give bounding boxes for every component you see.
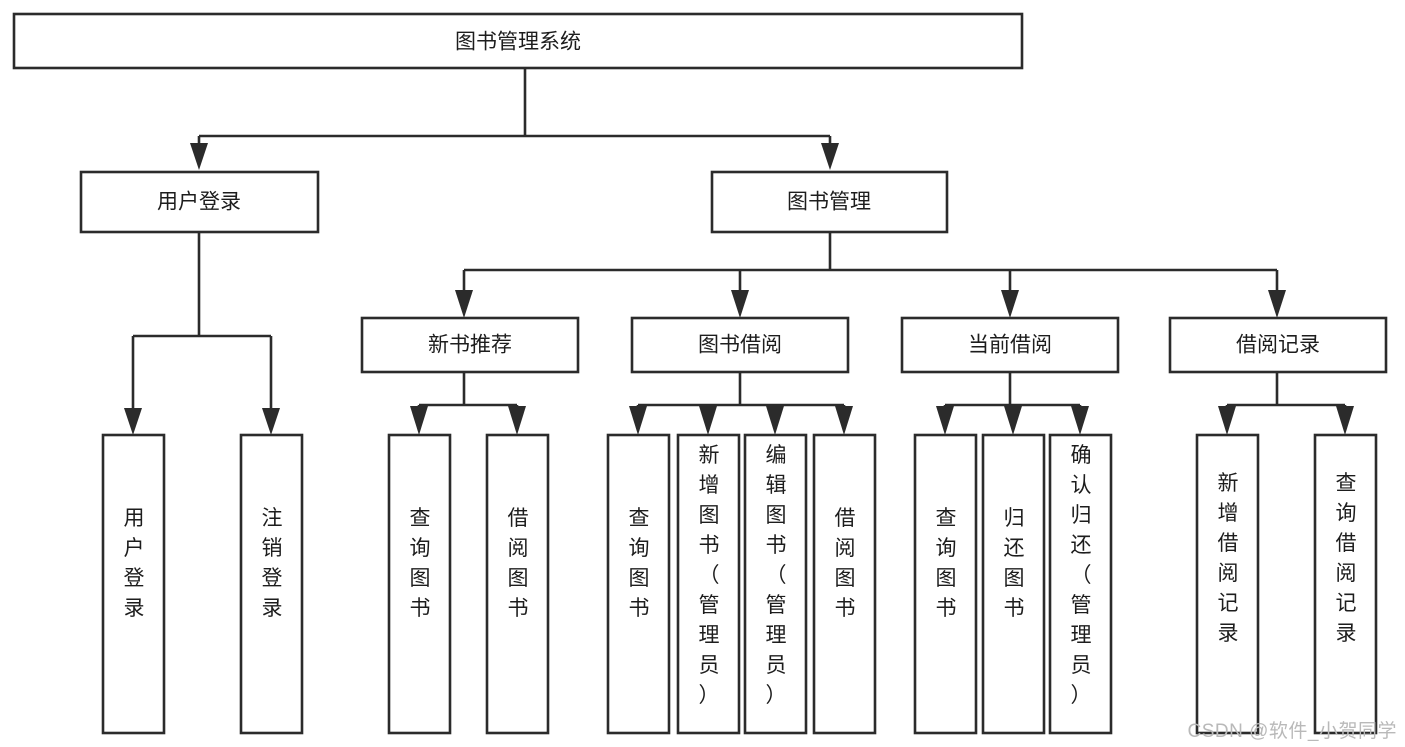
arrow-head-leaf-return-book <box>1004 406 1022 435</box>
node-current-borrow[interactable]: 当前借阅 <box>900 316 1120 374</box>
leaf-return-book[interactable]: 归还图书 <box>981 433 1046 735</box>
leaf-query-book-3-label: 查询图书 <box>936 507 957 620</box>
arrow-head-leaf-edit-book-admin <box>766 406 784 435</box>
leaf-borrow-book-1-box[interactable] <box>485 433 550 735</box>
leaf-query-borrow-record[interactable]: 查询借阅记录 <box>1313 433 1378 735</box>
arrow-head-userlogin <box>190 143 208 170</box>
leaf-edit-book-admin-label: 编辑图书（管理员） <box>766 444 787 707</box>
connector-layer <box>124 68 1354 435</box>
arrow-head-current-borrow <box>1001 290 1019 318</box>
leaf-borrow-book-2-label: 借阅图书 <box>835 507 856 620</box>
node-root-box[interactable] <box>12 12 1024 70</box>
leaf-user-login-box[interactable] <box>101 433 166 735</box>
leaf-query-book-1-box[interactable] <box>387 433 452 735</box>
leaf-borrow-book-2-box[interactable] <box>812 433 877 735</box>
leaf-confirm-return-admin-label: 确认归还（管理员） <box>1071 444 1092 707</box>
leaf-return-book-box[interactable] <box>981 433 1046 735</box>
leaf-user-login[interactable]: 用户登录 <box>101 433 166 735</box>
node-user-login-label: 用户登录 <box>157 191 241 214</box>
leaf-query-book-1[interactable]: 查询图书 <box>387 433 452 735</box>
node-book-manage-box[interactable] <box>710 170 949 234</box>
arrow-head-leaf-logout-login <box>262 408 280 435</box>
leaf-return-book-label: 归还图书 <box>1004 507 1025 620</box>
arrow-head-new-book-recommend <box>455 290 473 318</box>
leaf-logout-login-box[interactable] <box>239 433 304 735</box>
arrow-head-leaf-add-book-admin <box>699 406 717 435</box>
arrow-head-leaf-borrow-book-2 <box>835 406 853 435</box>
arrow-head-leaf-query-borrow-record <box>1336 406 1354 435</box>
leaf-borrow-book-2[interactable]: 借阅图书 <box>812 433 877 735</box>
node-new-book-recommend-label: 新书推荐 <box>428 334 512 357</box>
node-book-manage[interactable]: 图书管理 <box>710 170 949 234</box>
leaf-add-borrow-record-label: 新增借阅记录 <box>1218 472 1239 645</box>
leaf-edit-book-admin-box[interactable] <box>743 433 808 735</box>
node-root-label: 图书管理系统 <box>455 31 581 54</box>
arrow-head-leaf-query-book-3 <box>936 406 954 435</box>
node-borrow-record[interactable]: 借阅记录 <box>1168 316 1388 374</box>
leaf-query-book-2[interactable]: 查询图书 <box>606 433 671 735</box>
arrow-head-bookmanage <box>821 143 839 170</box>
leaf-user-login-label: 用户登录 <box>124 507 145 620</box>
node-user-login[interactable]: 用户登录 <box>79 170 320 234</box>
arrow-head-leaf-borrow-book-1 <box>508 406 526 435</box>
leaf-add-book-admin-label: 新增图书（管理员） <box>699 444 720 707</box>
arrow-head-leaf-query-book-2 <box>629 406 647 435</box>
leaf-query-book-3[interactable]: 查询图书 <box>913 433 978 735</box>
node-root[interactable]: 图书管理系统 <box>12 12 1024 70</box>
arrow-head-borrow-record <box>1268 290 1286 318</box>
arrow-head-leaf-user-login <box>124 408 142 435</box>
leaf-query-book-2-label: 查询图书 <box>629 507 650 620</box>
node-current-borrow-box[interactable] <box>900 316 1120 374</box>
arrow-head-book-borrow <box>731 290 749 318</box>
leaf-add-book-admin-box[interactable] <box>676 433 741 735</box>
node-new-book-recommend[interactable]: 新书推荐 <box>360 316 580 374</box>
node-book-borrow[interactable]: 图书借阅 <box>630 316 850 374</box>
leaf-add-book-admin[interactable]: 新增图书（管理员） <box>676 433 741 735</box>
leaf-add-borrow-record[interactable]: 新增借阅记录 <box>1195 433 1260 735</box>
node-book-borrow-box[interactable] <box>630 316 850 374</box>
arrow-head-leaf-query-book-1 <box>410 406 428 435</box>
arrow-head-leaf-confirm-return-admin <box>1071 406 1089 435</box>
leaf-add-borrow-record-box[interactable] <box>1195 433 1260 735</box>
leaf-borrow-book-1-label: 借阅图书 <box>508 507 529 620</box>
leaf-query-book-2-box[interactable] <box>606 433 671 735</box>
leaf-logout-login[interactable]: 注销登录 <box>239 433 304 735</box>
leaf-confirm-return-admin-box[interactable] <box>1048 433 1113 735</box>
node-user-login-box[interactable] <box>79 170 320 234</box>
node-borrow-record-label: 借阅记录 <box>1236 334 1320 357</box>
leaf-edit-book-admin[interactable]: 编辑图书（管理员） <box>743 433 808 735</box>
node-current-borrow-label: 当前借阅 <box>968 334 1052 357</box>
arrow-head-leaf-add-borrow-record <box>1218 406 1236 435</box>
node-book-manage-label: 图书管理 <box>787 191 871 214</box>
node-borrow-record-box[interactable] <box>1168 316 1388 374</box>
leaf-query-borrow-record-box[interactable] <box>1313 433 1378 735</box>
leaf-borrow-book-1[interactable]: 借阅图书 <box>485 433 550 735</box>
node-new-book-recommend-box[interactable] <box>360 316 580 374</box>
leaf-confirm-return-admin[interactable]: 确认归还（管理员） <box>1048 433 1113 735</box>
leaf-query-book-1-label: 查询图书 <box>410 507 431 620</box>
leaf-query-borrow-record-label: 查询借阅记录 <box>1336 472 1357 645</box>
node-book-borrow-label: 图书借阅 <box>698 334 782 357</box>
leaf-query-book-3-box[interactable] <box>913 433 978 735</box>
leaf-logout-login-label: 注销登录 <box>262 507 283 620</box>
